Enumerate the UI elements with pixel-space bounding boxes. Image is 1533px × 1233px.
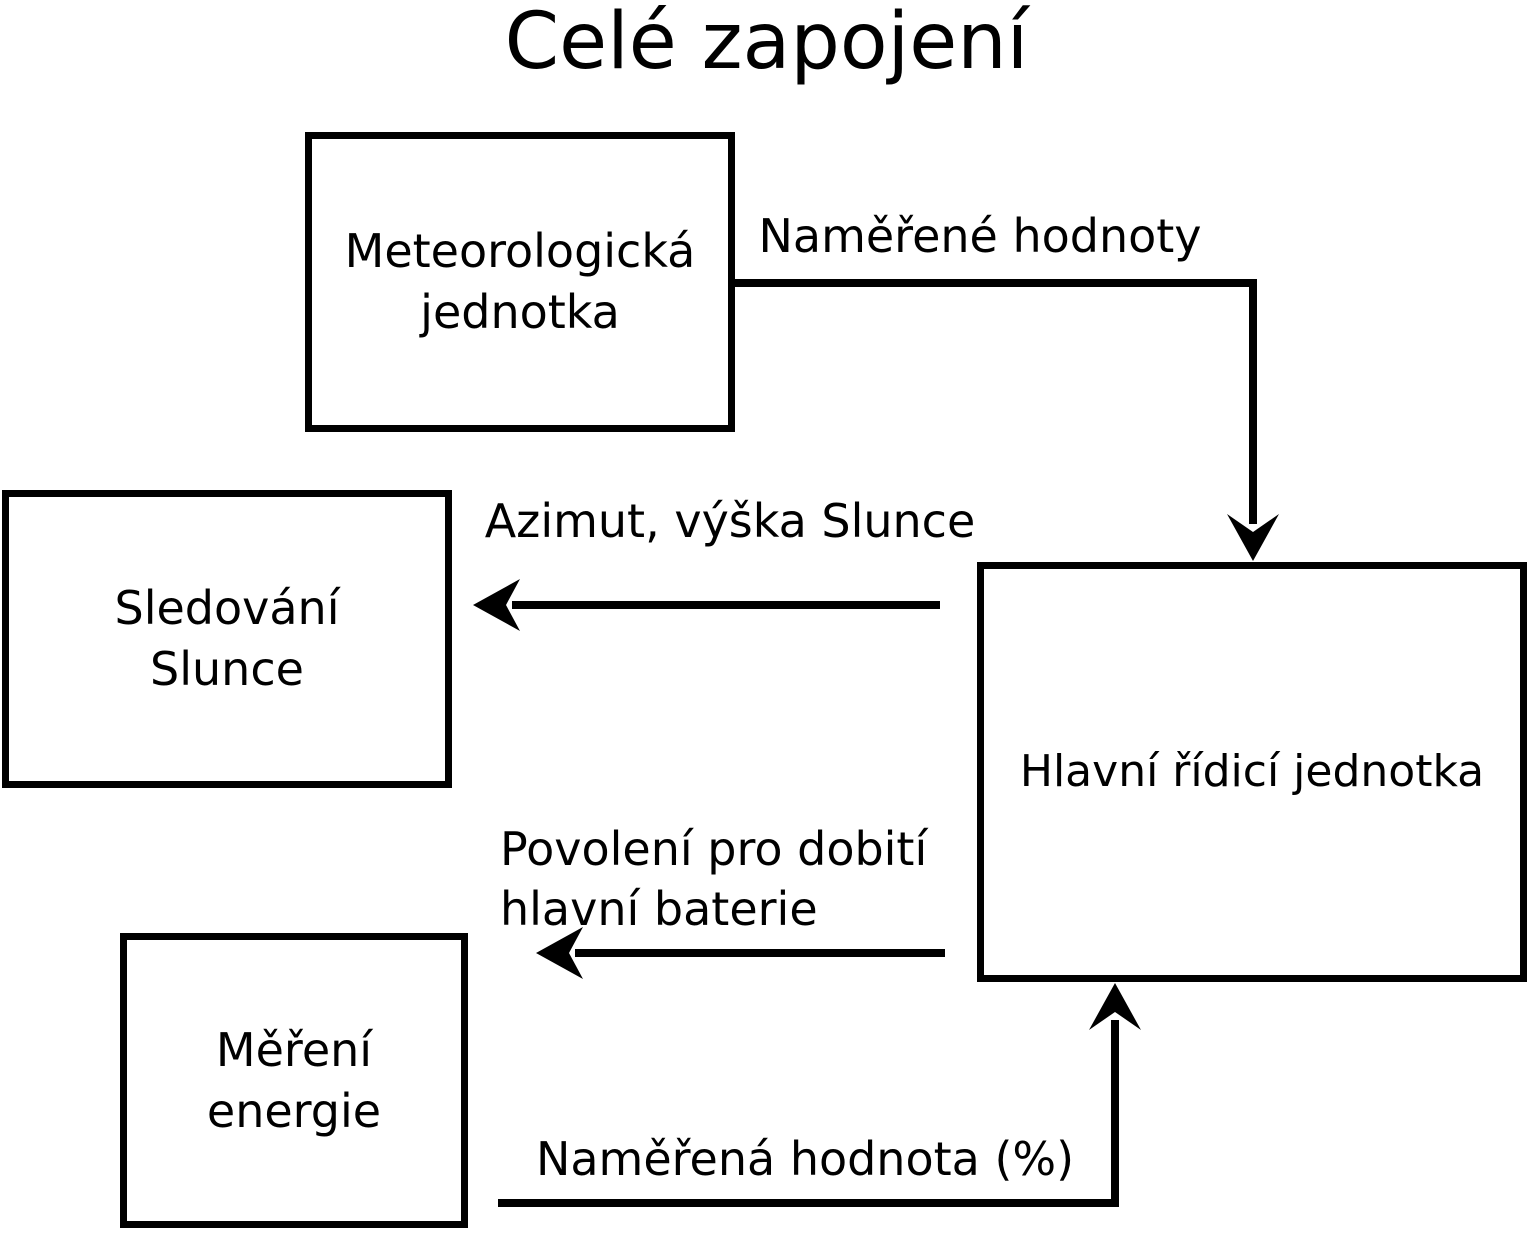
- edge-label-azimut-vyska-slunce: Azimut, výška Slunce: [484, 494, 976, 548]
- edge-energy-to-main-arrowhead: [1089, 983, 1141, 1030]
- edge-label-povoleni-pro-dobiti: Povolení pro dobití hlavní baterie: [500, 822, 928, 936]
- diagram-title: Celé zapojení: [504, 0, 1029, 87]
- edge-main-to-sun-arrowhead: [473, 579, 520, 631]
- node-meteorologicka-jednotka: Meteorologická jednotka: [305, 132, 735, 432]
- edge-energy-to-main-line: [498, 1020, 1119, 1207]
- node-hlavni-ridici-jednotka: Hlavní řídicí jednotka: [977, 562, 1527, 982]
- node-sledovani-slunce: Sledování Slunce: [2, 490, 452, 788]
- edge-meteo-to-main-line: [733, 279, 1257, 524]
- node-mereni-energie: Měření energie: [120, 933, 468, 1228]
- edge-label-namerene-hodnoty: Naměřené hodnoty: [758, 209, 1202, 263]
- edge-label-namerena-hodnota: Naměřená hodnota (%): [535, 1132, 1075, 1186]
- edge-main-to-battery-arrowhead: [536, 927, 583, 979]
- edge-meteo-to-main-arrowhead: [1227, 514, 1279, 561]
